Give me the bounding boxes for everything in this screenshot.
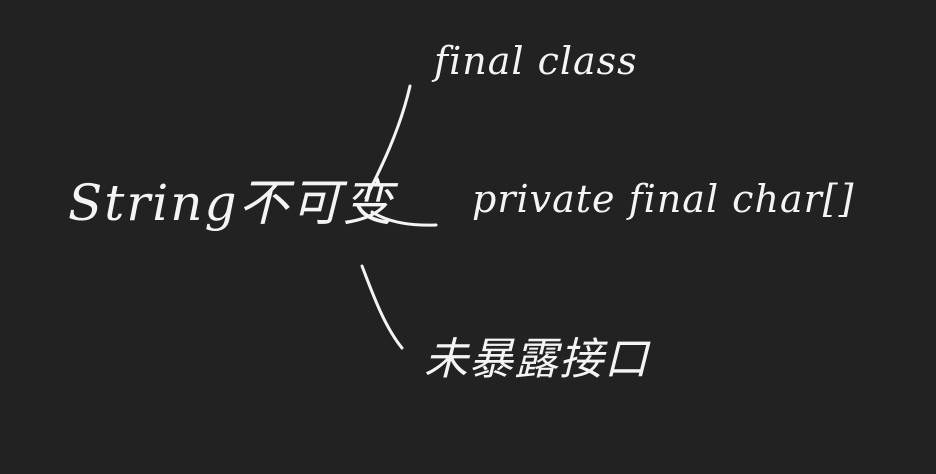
root-label: String不可变 [68,174,395,232]
branch-label-final-class: final class [434,39,638,83]
branch-label-private-final-char-array: private final char[] [472,177,855,221]
connector-to-branch-1 [364,84,412,200]
branch-label-no-exposed-interface: 未暴露接口 [424,334,649,385]
connector-to-branch-3 [360,264,404,350]
connector-to-branch-2 [370,210,438,227]
